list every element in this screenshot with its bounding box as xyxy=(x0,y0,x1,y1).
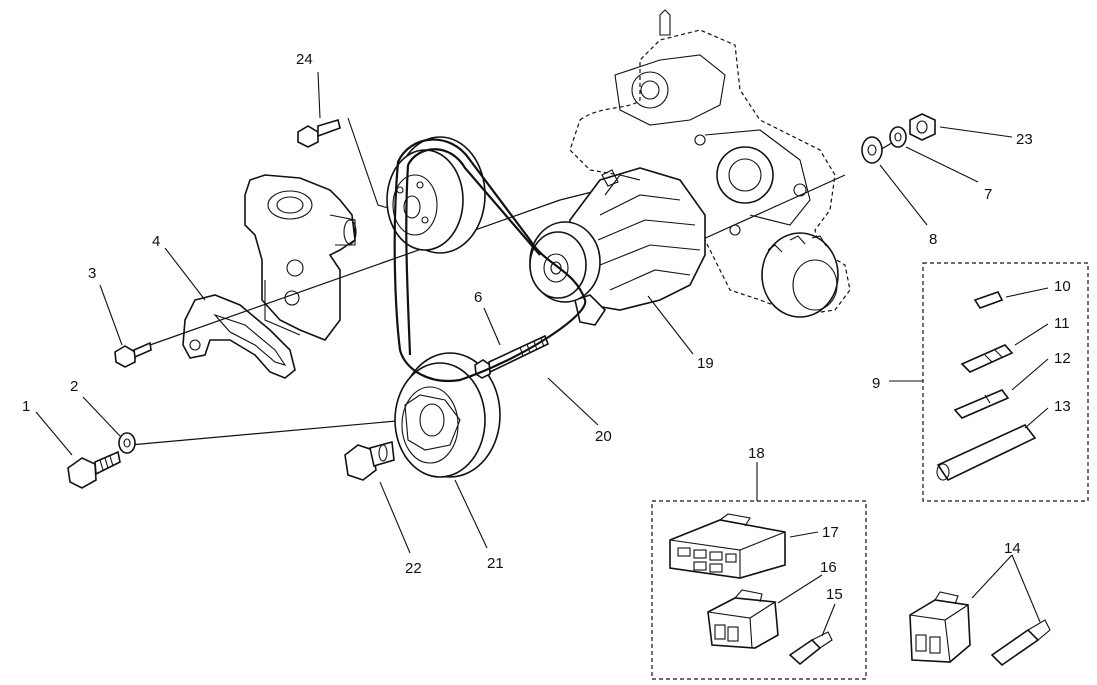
adjusting-bracket xyxy=(182,294,296,379)
callout-21: 21 xyxy=(487,555,504,572)
callout-14: 14 xyxy=(1004,540,1021,557)
callout-4: 4 xyxy=(152,233,160,250)
kit-9-box xyxy=(922,262,1089,502)
alternator xyxy=(529,167,706,326)
callout-24: 24 xyxy=(296,51,313,68)
callout-8: 8 xyxy=(929,231,937,248)
washer-8 xyxy=(861,136,883,164)
connector-17 xyxy=(669,513,786,579)
terminal-14 xyxy=(990,619,1051,667)
washer-2 xyxy=(118,432,136,454)
callout-15: 15 xyxy=(826,586,843,603)
v-belt xyxy=(393,138,587,383)
crankshaft-pulley xyxy=(394,352,501,478)
sleeve-13 xyxy=(936,424,1037,482)
water-outlet-housing xyxy=(244,174,357,341)
callout-20: 20 xyxy=(595,428,612,445)
callout-17: 17 xyxy=(822,524,839,541)
callout-22: 22 xyxy=(405,560,422,577)
callout-6: 6 xyxy=(474,289,482,306)
callout-23: 23 xyxy=(1016,131,1033,148)
lock-washer-7 xyxy=(889,126,907,148)
callout-3: 3 xyxy=(88,265,96,282)
engine-block xyxy=(569,9,851,318)
bolt-6 xyxy=(474,334,550,379)
crank-bolt-22 xyxy=(344,440,395,481)
callout-labels: 1 2 3 4 6 7 8 9 10 11 12 13 14 15 16 17 … xyxy=(22,51,1071,603)
callout-9: 9 xyxy=(872,375,880,392)
callout-10: 10 xyxy=(1054,278,1071,295)
terminal-10 xyxy=(973,291,1004,309)
terminal-12 xyxy=(953,389,1010,419)
callout-13: 13 xyxy=(1054,398,1071,415)
callout-16: 16 xyxy=(820,559,837,576)
leader-lines xyxy=(35,71,1049,637)
connector-14 xyxy=(909,591,971,663)
terminal-15 xyxy=(788,631,833,666)
connector-16 xyxy=(707,589,779,649)
bolt-1 xyxy=(67,450,121,489)
callout-11: 11 xyxy=(1054,315,1070,332)
callout-2: 2 xyxy=(70,378,78,395)
nut-23 xyxy=(909,113,936,141)
kit-18-box xyxy=(651,500,867,680)
bolt-24 xyxy=(297,117,389,209)
callout-18: 18 xyxy=(748,445,765,462)
callout-12: 12 xyxy=(1054,350,1071,367)
bolt-3 xyxy=(114,341,152,368)
callout-7: 7 xyxy=(984,186,992,203)
callout-19: 19 xyxy=(697,355,714,372)
terminal-11 xyxy=(960,344,1014,373)
callout-1: 1 xyxy=(22,398,30,415)
